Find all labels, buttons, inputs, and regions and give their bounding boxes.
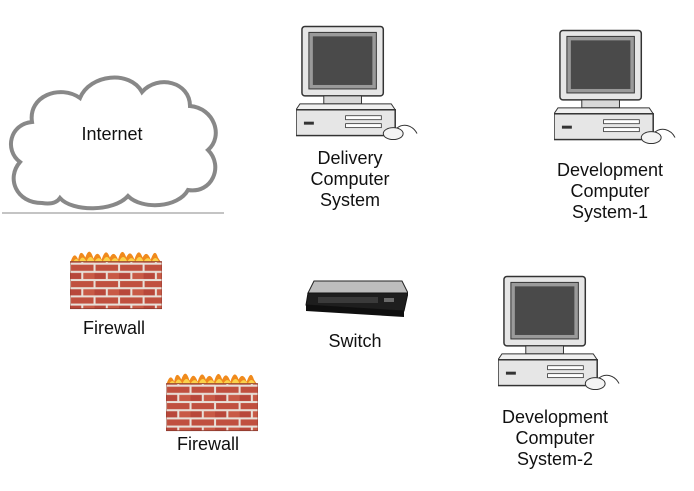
dev2-label-line-3: System-2 (516, 449, 594, 469)
delivery-label-line-2: Computer (310, 169, 390, 189)
dev2-computer-icon (498, 270, 622, 394)
dev2-label-line-1: Development (501, 407, 609, 427)
internet-label: Internet (81, 124, 143, 144)
switch-icon (304, 273, 408, 323)
firewall-2-label: Firewall (176, 434, 239, 454)
delivery-computer-label: Delivery Computer System (290, 148, 410, 211)
delivery-label-line-1: Delivery (317, 148, 383, 168)
dev1-computer-label: Development Computer System-1 (540, 160, 680, 223)
dev2-computer-label: Development Computer System-2 (485, 407, 625, 470)
switch-label: Switch (328, 331, 382, 351)
firewall-2-icon (166, 368, 258, 432)
dev2-label-line-2: Computer (515, 428, 595, 448)
dev1-label-line-3: System-1 (571, 202, 649, 222)
delivery-computer-icon (296, 20, 420, 144)
delivery-label-line-3: System (319, 190, 380, 210)
firewall-1-label: Firewall (82, 318, 145, 338)
dev1-computer-icon (554, 24, 678, 148)
dev1-label-line-2: Computer (570, 181, 650, 201)
dev1-label-line-1: Development (556, 160, 664, 180)
firewall-1-icon (70, 246, 162, 310)
internet-cloud: Internet (2, 58, 226, 216)
